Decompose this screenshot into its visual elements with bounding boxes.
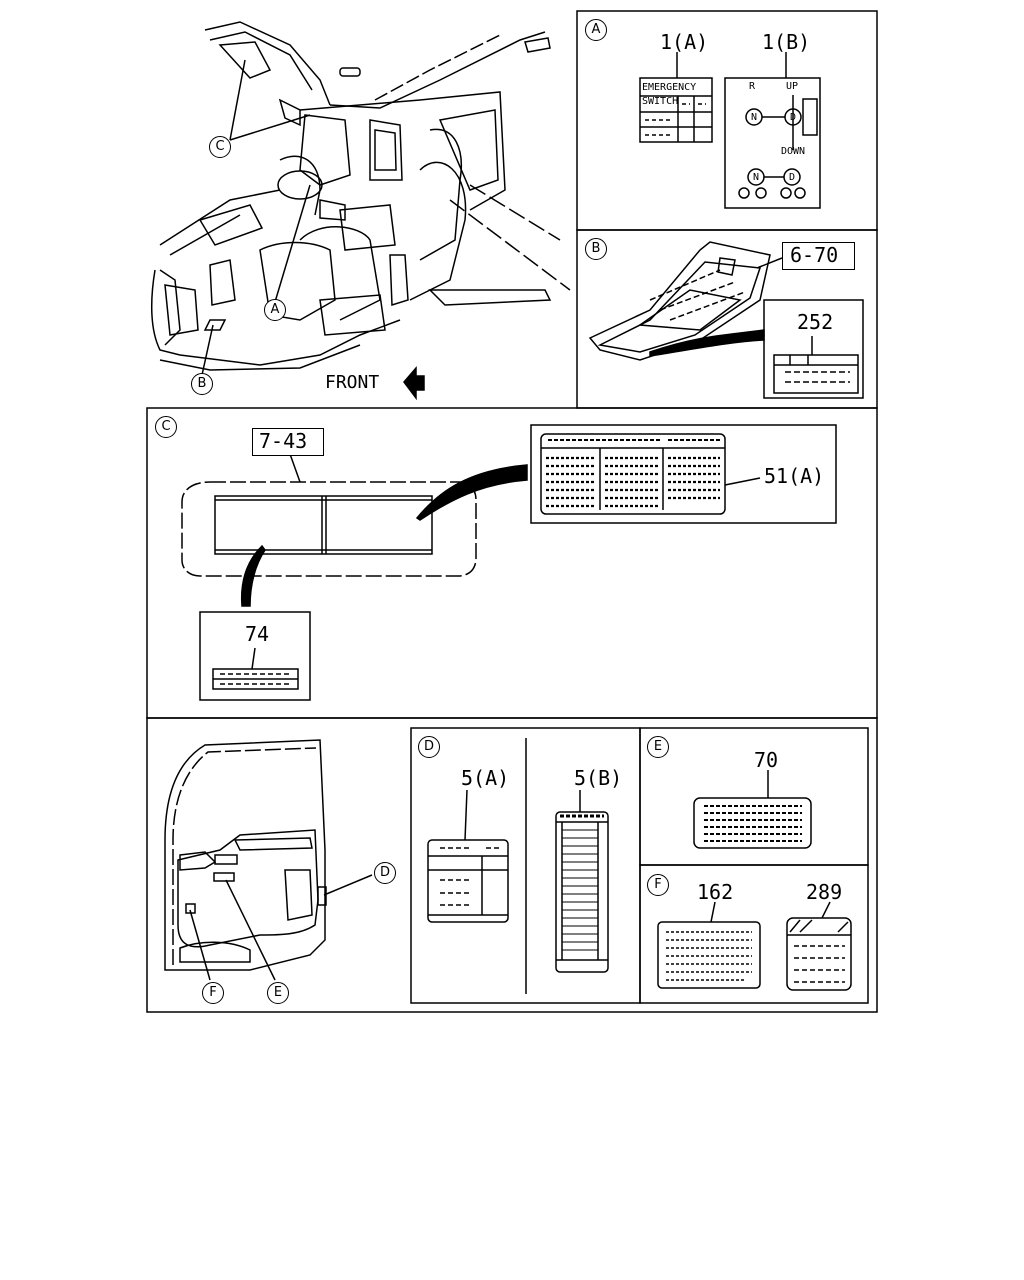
part-label-289: 289 — [806, 880, 843, 904]
lever-r: R — [749, 81, 756, 92]
ref-box-7-43 — [252, 428, 324, 456]
frame-panel-a — [576, 10, 878, 231]
lever-down: DOWN — [781, 146, 806, 157]
frame-panel-f — [639, 864, 869, 1004]
lever-d-2: D — [789, 172, 796, 183]
frame-bottom — [146, 717, 878, 1013]
callout-f-door: F — [202, 982, 224, 1004]
part-label-162: 162 — [697, 880, 734, 904]
part-label-70: 70 — [754, 748, 779, 772]
callout-d-panel: D — [418, 736, 440, 758]
lever-n-1: N — [751, 112, 758, 123]
gear-icons — [738, 187, 806, 199]
lever-up: UP — [786, 81, 799, 92]
callout-e-panel: E — [647, 736, 669, 758]
part-label-51a: 51(A) — [764, 464, 825, 488]
part-label-1b: 1(B) — [762, 30, 811, 54]
front-label: FRONT — [325, 372, 380, 393]
part-label-252: 252 — [797, 310, 834, 334]
floor-mat-drawing — [588, 241, 771, 361]
callout-e-door: E — [267, 982, 289, 1004]
lever-n-2: N — [753, 172, 760, 183]
front-arrow-icon — [403, 365, 425, 401]
part-label-5b: 5(B) — [574, 766, 623, 790]
callout-a-cab: A — [264, 299, 286, 321]
ref-label-6-70: 6-70 — [790, 243, 839, 267]
part-label-74: 74 — [245, 622, 270, 646]
part-label-5a: 5(A) — [461, 766, 510, 790]
cab-interior-drawing — [150, 21, 571, 371]
callout-c-cab: C — [209, 136, 231, 158]
emergency-text-1: EMERGENCY — [642, 82, 697, 93]
door-drawing — [164, 739, 327, 971]
part-label-1a: 1(A) — [660, 30, 709, 54]
ref-label-7-43: 7-43 — [259, 429, 308, 453]
ref-box-6-70 — [782, 242, 855, 270]
callout-f-panel: F — [647, 874, 669, 896]
callout-b-panel: B — [585, 238, 607, 260]
callout-a-panel: A — [585, 19, 607, 41]
callout-d-door: D — [374, 862, 396, 884]
callout-b-cab: B — [191, 373, 213, 395]
lever-d-1: D — [790, 112, 797, 123]
emergency-text-2: SWITCH — [642, 96, 679, 107]
callout-c-panel: C — [155, 416, 177, 438]
